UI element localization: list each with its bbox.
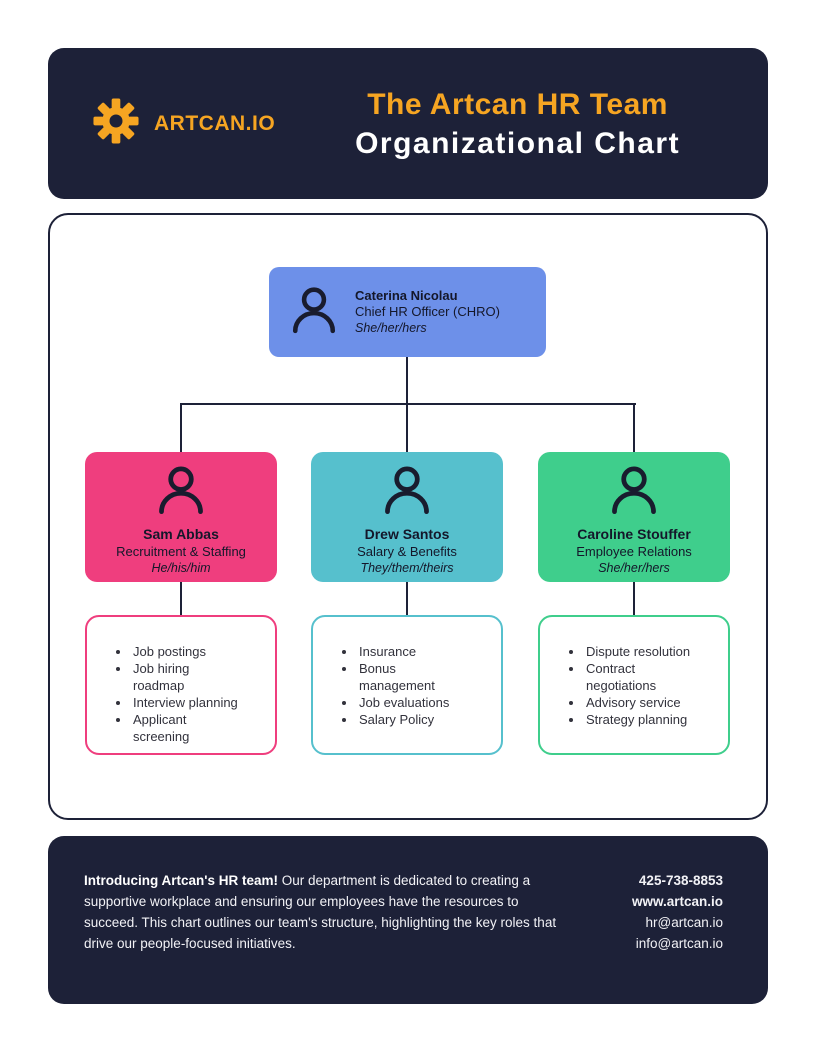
duty-list-recruitment: Job postings Job hiring roadmap Intervie… xyxy=(85,615,277,755)
logo: ARTCAN.IO xyxy=(48,95,275,152)
org-card-chro: Caterina Nicolau Chief HR Officer (CHRO)… xyxy=(269,267,546,357)
duty-item: Applicant screening xyxy=(131,711,243,745)
duty-item: Contract negotiations xyxy=(584,660,696,694)
duty-list-relations: Dispute resolution Contract negotiations… xyxy=(538,615,730,755)
person-name: Caroline Stouffer xyxy=(577,526,691,542)
person-role: Chief HR Officer (CHRO) xyxy=(355,304,500,319)
connector-horizontal xyxy=(180,403,636,405)
duty-item: Dispute resolution xyxy=(584,643,696,660)
duty-item: Bonus management xyxy=(357,660,469,694)
org-card-relations: Caroline Stouffer Employee Relations She… xyxy=(538,452,730,582)
org-card-recruitment: Sam Abbas Recruitment & Staffing He/his/… xyxy=(85,452,277,582)
person-role: Salary & Benefits xyxy=(357,544,457,559)
person-icon xyxy=(381,465,433,520)
footer-intro-lead: Introducing Artcan's HR team! xyxy=(84,873,278,888)
duty-item: Advisory service xyxy=(584,694,696,711)
duty-item: Job evaluations xyxy=(357,694,469,711)
connector-list-center xyxy=(406,582,408,615)
person-icon xyxy=(289,285,339,340)
person-role: Recruitment & Staffing xyxy=(116,544,246,559)
connector-list-left xyxy=(180,582,182,615)
org-card-text: Caterina Nicolau Chief HR Officer (CHRO)… xyxy=(355,288,500,336)
person-pronouns: He/his/him xyxy=(151,561,211,575)
duty-item: Insurance xyxy=(357,643,469,660)
duty-item: Interview planning xyxy=(131,694,243,711)
header-banner: ARTCAN.IO The Artcan HR Team Organizatio… xyxy=(48,48,768,199)
connector-drop-right xyxy=(633,403,635,452)
org-chart-canvas: Caterina Nicolau Chief HR Officer (CHRO)… xyxy=(48,213,768,820)
logo-text: ARTCAN.IO xyxy=(154,111,276,135)
person-name: Sam Abbas xyxy=(143,526,219,542)
person-name: Caterina Nicolau xyxy=(355,288,458,303)
contact-phone: 425-738-8853 xyxy=(638,873,723,888)
contact-email-info: info@artcan.io xyxy=(635,936,723,951)
duty-item: Job hiring roadmap xyxy=(131,660,243,694)
footer-banner: Introducing Artcan's HR team! Our depart… xyxy=(48,836,768,1004)
title-line-1: The Artcan HR Team xyxy=(367,87,668,121)
duty-list-salary: Insurance Bonus management Job evaluatio… xyxy=(311,615,503,755)
person-role: Employee Relations xyxy=(576,544,692,559)
footer-intro-body: Our department is dedicated to creating … xyxy=(84,873,557,951)
duty-item: Job postings xyxy=(131,643,243,660)
org-card-salary: Drew Santos Salary & Benefits They/them/… xyxy=(311,452,503,582)
connector-root-vertical xyxy=(406,357,408,405)
connector-list-right xyxy=(633,582,635,615)
contact-block: 425-738-8853 www.artcan.io hr@artcan.io … xyxy=(632,870,723,1004)
contact-email-hr: hr@artcan.io xyxy=(645,915,724,930)
connector-drop-center xyxy=(406,403,408,452)
contact-website: www.artcan.io xyxy=(631,894,723,909)
duty-item: Strategy planning xyxy=(584,711,696,728)
duty-item: Salary Policy xyxy=(357,711,469,728)
person-pronouns: She/her/hers xyxy=(355,321,427,335)
connector-drop-left xyxy=(180,403,182,452)
footer-intro-paragraph: Introducing Artcan's HR team! Our depart… xyxy=(84,870,564,1004)
title-line-2: Organizational Chart xyxy=(355,126,681,160)
person-pronouns: They/them/theirs xyxy=(360,561,454,575)
gear-logo-icon xyxy=(90,95,142,152)
person-pronouns: She/her/hers xyxy=(598,561,670,575)
person-icon xyxy=(155,465,207,520)
person-name: Drew Santos xyxy=(364,526,450,542)
person-icon xyxy=(608,465,660,520)
page-title: The Artcan HR Team Organizational Chart xyxy=(275,85,768,163)
